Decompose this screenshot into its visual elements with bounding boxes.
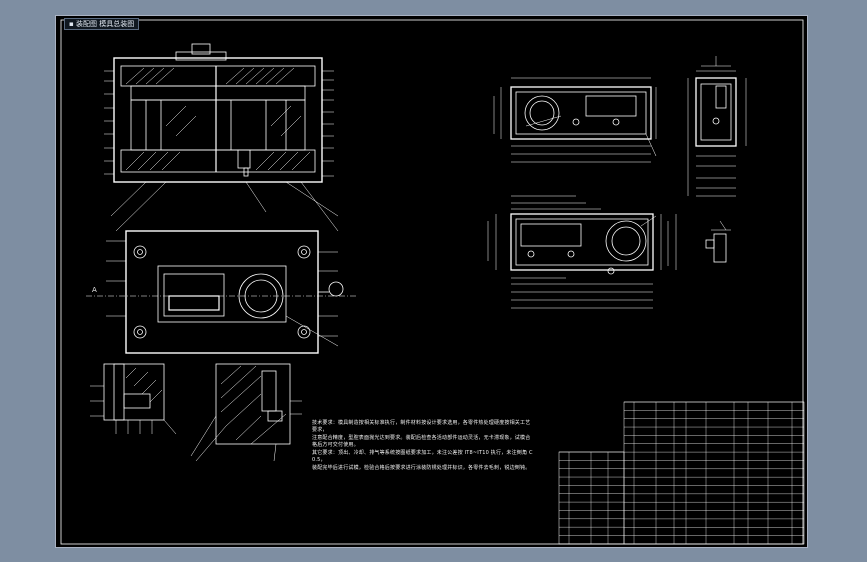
main-section-view xyxy=(104,43,339,232)
drawing-file-icon: ▪ xyxy=(69,20,76,28)
part-bottom-view xyxy=(487,195,677,309)
note-line: 其它要求：顶出、冷却、排气等系统按图纸要求加工，未注公差按 IT8~IT10 执… xyxy=(312,450,533,463)
section-marker-a: A xyxy=(92,286,97,294)
detail-view-left xyxy=(90,363,177,435)
note-line: 技术要求：模具制造按相关标准执行，制件材料按设计要求选用，各零件热处理硬度按相关… xyxy=(312,420,531,433)
detail-view-right xyxy=(190,363,302,462)
note-line: 装配完毕后进行试模，检验合格后按要求进行涂装防锈处理并标识，各零件去毛刺，锐边倒… xyxy=(312,465,531,471)
note-line: 注意配合精度，型腔表面抛光达到要求。装配后检查各活动部件运动灵活，无卡滞现象，试… xyxy=(312,435,531,448)
drawing-title-tab[interactable]: ▪ 装配图 模具总装图 xyxy=(64,18,140,30)
bill-of-materials xyxy=(558,401,805,545)
part-side-view xyxy=(687,56,747,197)
technical-notes: 技术要求：模具制造按相关标准执行，制件材料按设计要求选用，各零件热处理硬度按相关… xyxy=(312,420,535,473)
cad-drawing-canvas xyxy=(60,19,805,545)
cad-drawing-sheet: ▪ 装配图 模具总装图 A 技术要求：模具制造按相关标准执行，制件材料按设计要求… xyxy=(55,15,808,548)
plan-view xyxy=(86,230,356,354)
part-small-detail xyxy=(705,220,731,263)
inner-frame xyxy=(60,19,804,545)
drawing-title: 装配图 模具总装图 xyxy=(75,20,135,28)
part-front-view xyxy=(493,77,657,163)
